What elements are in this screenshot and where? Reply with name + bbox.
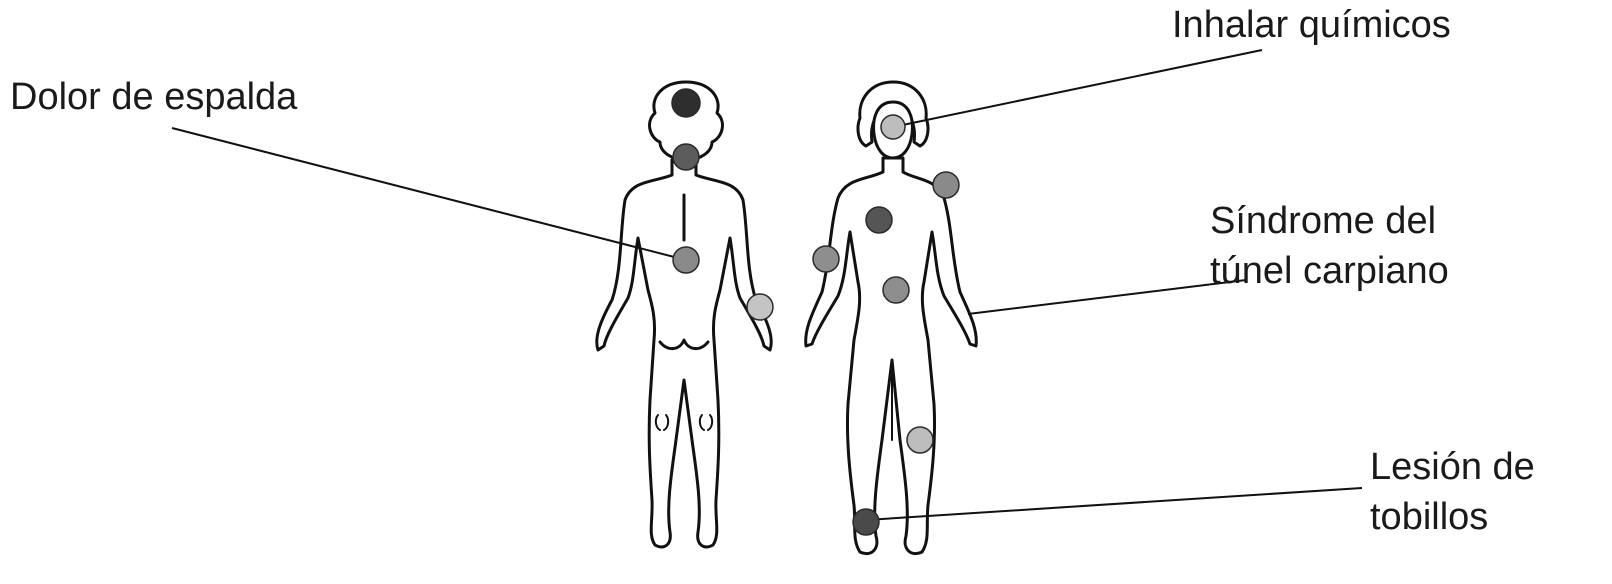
hotspot-front-ankle (853, 509, 879, 535)
hotspot-front-elbow (813, 246, 839, 272)
label-inhaling-chemicals: Inhalar químicos (1172, 0, 1451, 50)
leader-lines (172, 50, 1362, 520)
leader-carpal-tunnel (968, 280, 1246, 314)
label-ankle-injury: Lesión de tobillos (1370, 442, 1535, 542)
leader-back-pain (172, 128, 686, 260)
hotspot-back-head (672, 89, 700, 117)
label-ankle-injury-line2: tobillos (1370, 492, 1535, 542)
hotspot-back-wrist (747, 294, 773, 320)
hotspot-back-lower-back (673, 247, 699, 273)
label-carpal-tunnel-line2: túnel carpiano (1210, 246, 1449, 296)
hotspot-front-knee (907, 427, 933, 453)
label-back-pain: Dolor de espalda (10, 72, 297, 122)
hotspot-front-shoulder (933, 172, 959, 198)
label-ankle-injury-line1: Lesión de (1370, 442, 1535, 492)
leader-inhaling-chemicals (893, 50, 1262, 127)
hotspot-back-neck (673, 144, 699, 170)
hotspot-front-face (881, 115, 905, 139)
hotspot-front-chest (866, 207, 892, 233)
label-carpal-tunnel-line1: Síndrome del (1210, 196, 1449, 246)
hotspot-front-abdomen (883, 277, 909, 303)
leader-ankle-injury (866, 488, 1362, 520)
front-view-figure (806, 82, 977, 554)
label-carpal-tunnel: Síndrome del túnel carpiano (1210, 196, 1449, 296)
